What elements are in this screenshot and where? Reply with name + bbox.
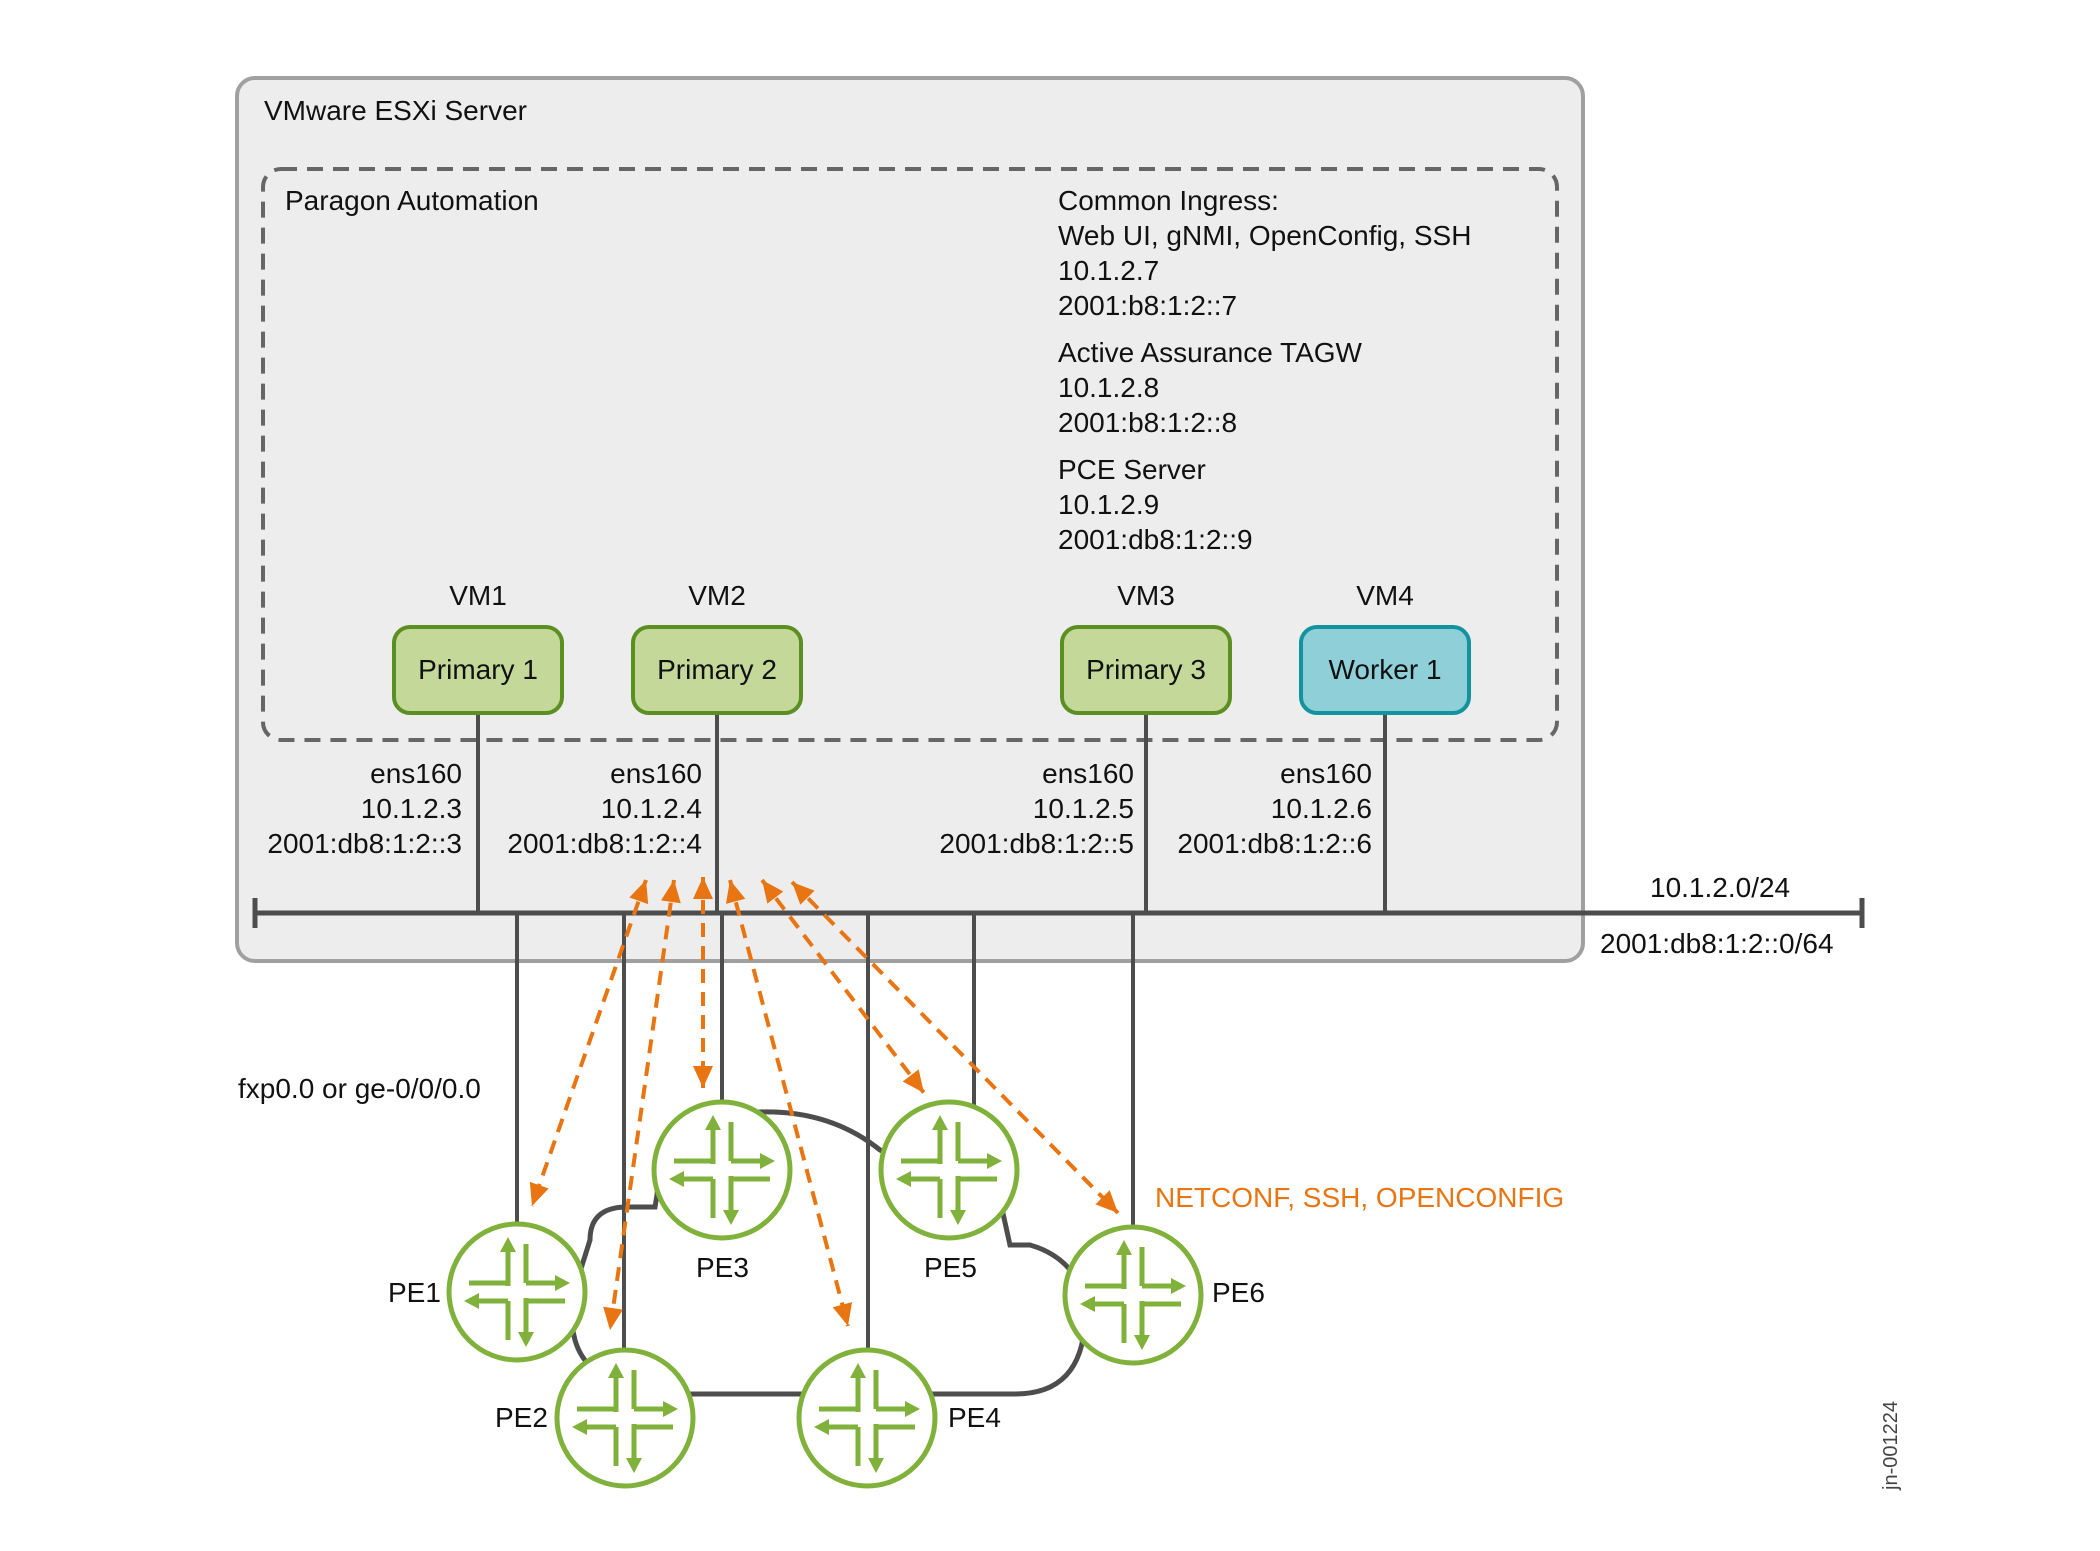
router-interface-label: fxp0.0 or ge-0/0/0.0 bbox=[238, 1073, 481, 1104]
vm4-interface: ens160 10.1.2.6 2001:db8:1:2::6 bbox=[1110, 756, 1372, 861]
service-name: PCE Server bbox=[1058, 454, 1206, 485]
service-ipv6: 2001:b8:1:2::7 bbox=[1058, 290, 1238, 321]
service-ipv4: 10.1.2.9 bbox=[1058, 489, 1160, 520]
router-circle bbox=[651, 1099, 793, 1241]
ipv4-subnet-label: 10.1.2.0/24 bbox=[1650, 872, 1791, 903]
pe5-label: PE5 bbox=[924, 1252, 977, 1283]
service-name: Active Assurance TAGW bbox=[1058, 337, 1362, 368]
arrowhead-icon bbox=[693, 877, 713, 899]
arrowhead-icon bbox=[902, 1069, 924, 1093]
iface-name: ens160 bbox=[1042, 758, 1134, 789]
ipv6-subnet-label: 2001:db8:1:2::0/64 bbox=[1600, 928, 1834, 959]
service-ipv4: 10.1.2.7 bbox=[1058, 255, 1160, 286]
arrowhead-icon bbox=[762, 880, 784, 904]
management-arrow-pe4 bbox=[728, 879, 850, 1327]
router-circle bbox=[554, 1347, 696, 1489]
pe1-label: PE1 bbox=[388, 1277, 441, 1308]
service-ipv6: 2001:db8:1:2::9 bbox=[1058, 524, 1253, 555]
arrowhead-icon bbox=[529, 1181, 549, 1206]
arrowhead-icon bbox=[792, 882, 815, 905]
services-info: Common Ingress: Web UI, gNMI, OpenConfig… bbox=[1058, 183, 1471, 557]
router-circle bbox=[446, 1221, 588, 1363]
vm1-interface: ens160 10.1.2.3 2001:db8:1:2::3 bbox=[200, 756, 462, 861]
document-id: jn-001224 bbox=[1880, 1401, 1902, 1490]
arrowhead-icon bbox=[832, 1302, 853, 1326]
vm3-primary-3[interactable]: Primary 3 bbox=[1060, 625, 1232, 715]
iface-name: ens160 bbox=[610, 758, 702, 789]
pe4-label: PE4 bbox=[948, 1402, 1001, 1433]
pe3-label: PE3 bbox=[696, 1252, 749, 1283]
pe5-router[interactable] bbox=[878, 1099, 1020, 1241]
iface-ipv4: 10.1.2.5 bbox=[1032, 793, 1134, 824]
service-ipv4: 10.1.2.8 bbox=[1058, 372, 1160, 403]
router-links bbox=[515, 913, 1135, 1349]
pe6-router[interactable] bbox=[1062, 1224, 1204, 1366]
router-circle bbox=[1062, 1224, 1204, 1366]
pe3-router[interactable] bbox=[651, 1099, 793, 1241]
vm3-label: VM3 bbox=[1117, 580, 1175, 611]
vm-uplinks bbox=[476, 715, 1387, 913]
service-active-assurance: Active Assurance TAGW 10.1.2.8 2001:b8:1… bbox=[1058, 335, 1471, 440]
paragon-automation-box bbox=[261, 167, 1559, 742]
arrowhead-icon bbox=[725, 880, 746, 904]
iface-ipv6: 2001:db8:1:2::4 bbox=[507, 828, 702, 859]
pe2-label: PE2 bbox=[495, 1402, 548, 1433]
arrowhead-icon bbox=[693, 1066, 713, 1088]
protocols-label: NETCONF, SSH, OPENCONFIG bbox=[1155, 1182, 1565, 1213]
vm2-primary-2[interactable]: Primary 2 bbox=[631, 625, 803, 715]
vm2-interface: ens160 10.1.2.4 2001:db8:1:2::4 bbox=[440, 756, 702, 861]
service-ipv6: 2001:b8:1:2::8 bbox=[1058, 407, 1238, 438]
pe4-router[interactable] bbox=[796, 1347, 938, 1489]
iface-name: ens160 bbox=[370, 758, 462, 789]
management-arrow-pe6 bbox=[790, 880, 1120, 1215]
service-common-ingress: Common Ingress: Web UI, gNMI, OpenConfig… bbox=[1058, 183, 1471, 323]
iface-ipv4: 10.1.2.3 bbox=[360, 793, 462, 824]
iface-ipv6: 2001:db8:1:2::6 bbox=[1177, 828, 1372, 859]
iface-ipv4: 10.1.2.6 bbox=[1270, 793, 1372, 824]
pe1-router[interactable] bbox=[446, 1221, 588, 1363]
router-circle bbox=[878, 1099, 1020, 1241]
router-circle bbox=[796, 1347, 938, 1489]
pe2-router[interactable] bbox=[554, 1347, 696, 1489]
vm1-primary-1[interactable]: Primary 1 bbox=[392, 625, 564, 715]
service-name: Common Ingress: bbox=[1058, 185, 1279, 216]
management-arrow-pe1 bbox=[530, 879, 648, 1207]
service-pce-server: PCE Server 10.1.2.9 2001:db8:1:2::9 bbox=[1058, 452, 1471, 557]
service-detail: Web UI, gNMI, OpenConfig, SSH bbox=[1058, 220, 1472, 251]
arrowhead-icon bbox=[629, 880, 649, 905]
vm2-label: VM2 bbox=[688, 580, 746, 611]
vm4-label: VM4 bbox=[1356, 580, 1414, 611]
arrowhead-icon bbox=[603, 1306, 623, 1330]
pe6-label: PE6 bbox=[1212, 1277, 1265, 1308]
iface-name: ens160 bbox=[1280, 758, 1372, 789]
iface-ipv4: 10.1.2.4 bbox=[600, 793, 702, 824]
vm4-worker-1[interactable]: Worker 1 bbox=[1299, 625, 1471, 715]
arrowhead-icon bbox=[1095, 1190, 1118, 1213]
arrowhead-icon bbox=[661, 880, 681, 904]
iface-ipv6: 2001:db8:1:2::5 bbox=[939, 828, 1134, 859]
paragon-automation-title: Paragon Automation bbox=[285, 185, 539, 216]
vm3-interface: ens160 10.1.2.5 2001:db8:1:2::5 bbox=[872, 756, 1134, 861]
management-arrow-pe2 bbox=[608, 879, 676, 1331]
iface-ipv6: 2001:db8:1:2::3 bbox=[267, 828, 462, 859]
esxi-server-title: VMware ESXi Server bbox=[264, 95, 527, 126]
vm1-label: VM1 bbox=[449, 580, 507, 611]
